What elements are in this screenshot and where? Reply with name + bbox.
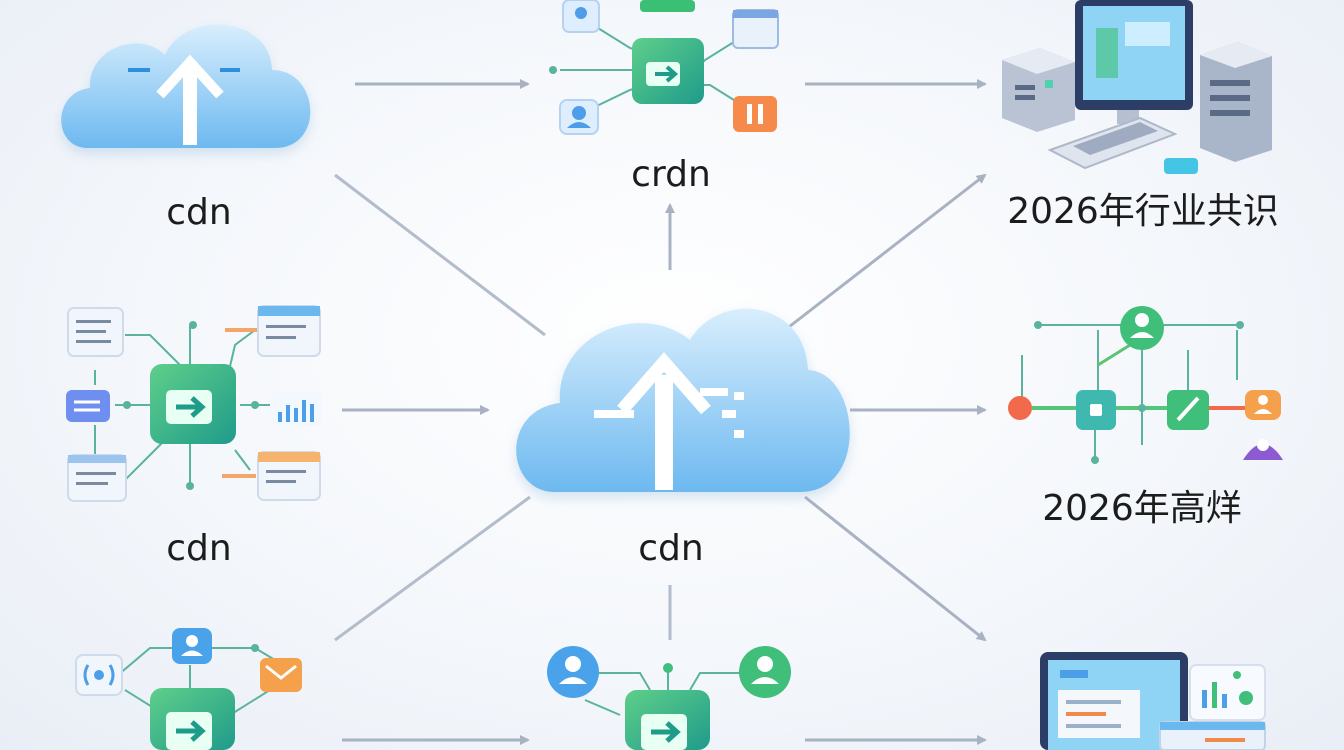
user-node-icon <box>1120 306 1164 350</box>
pause-icon <box>733 96 777 132</box>
arrow-center-to-topright <box>784 173 987 332</box>
arrow-center-to-bottomright <box>804 495 987 642</box>
line-topleft-to-center <box>334 173 546 337</box>
top-center-network-graphic <box>549 0 779 135</box>
mid-left-network-graphic <box>66 305 322 502</box>
transfer-card-icon <box>66 390 110 422</box>
arrows <box>342 79 987 745</box>
label-top-center: crdn <box>631 154 711 195</box>
mid-right-network-graphic <box>1008 306 1283 464</box>
dashboard-monitor-icon <box>1040 652 1266 750</box>
line-bottomleft-to-center <box>334 495 531 642</box>
computer-workstation-icon <box>1002 0 1272 174</box>
connector-lines <box>334 173 672 642</box>
bottom-left-network-graphic <box>75 628 302 750</box>
label-top-left: cdn <box>166 192 232 233</box>
bottom-center-network-graphic <box>547 646 791 750</box>
label-mid-left: cdn <box>166 528 232 569</box>
central-upload-cloud-icon <box>516 308 850 492</box>
label-center: cdn <box>638 528 704 569</box>
label-top-right: 2026年行业共识 <box>1007 191 1279 232</box>
user-node-icon <box>1243 444 1283 460</box>
mail-icon <box>260 658 302 692</box>
upload-cloud-icon <box>61 24 311 148</box>
label-mid-right: 2026年高烊 <box>1042 488 1242 529</box>
endpoint-node-icon <box>1008 396 1032 420</box>
